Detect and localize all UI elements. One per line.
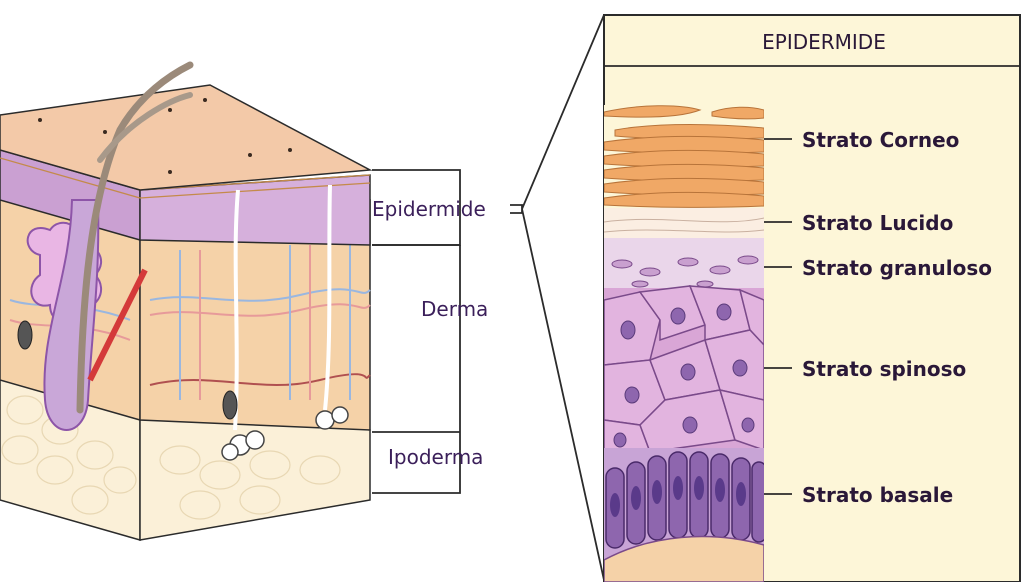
hair-shaft xyxy=(76,61,194,414)
label-derma: Derma xyxy=(421,297,488,321)
bracket-ipoderma xyxy=(372,432,461,494)
basement-membrane xyxy=(604,535,764,582)
panel-title: EPIDERMIDE xyxy=(762,30,886,54)
layer-leaders xyxy=(764,138,792,495)
epidermis-panel: EPIDERMIDE xyxy=(603,14,1021,582)
layer-lucido xyxy=(604,208,764,238)
label-epidermide: Epidermide xyxy=(372,197,486,221)
label-strato-spinoso: Strato spinoso xyxy=(802,357,966,381)
connector-lines xyxy=(510,14,605,581)
hair-follicle xyxy=(43,199,100,431)
spinoso-nuclei xyxy=(613,303,755,448)
corneo-cells xyxy=(604,105,764,208)
blood-vessels xyxy=(9,240,371,400)
receptors xyxy=(17,320,238,420)
skin-block-illustration xyxy=(0,61,373,541)
pores xyxy=(38,98,292,174)
epidermis-layers xyxy=(604,105,764,582)
label-strato-lucido: Strato Lucido xyxy=(802,211,953,235)
basale-nuclei xyxy=(610,476,746,517)
granuloso-cells xyxy=(611,255,759,288)
layer-brackets xyxy=(372,14,605,581)
label-strato-granuloso: Strato granuloso xyxy=(802,256,992,280)
fat-cells xyxy=(1,395,341,520)
skin-surface xyxy=(0,84,373,191)
sweat-glands xyxy=(233,184,332,431)
label-strato-corneo: Strato Corneo xyxy=(802,128,959,152)
arrector-pili-muscle xyxy=(87,268,148,382)
hair-shaft-2 xyxy=(97,92,193,163)
label-ipoderma: Ipoderma xyxy=(388,445,483,469)
sweat-gland-coils xyxy=(221,406,349,461)
label-strato-basale: Strato basale xyxy=(802,483,953,507)
